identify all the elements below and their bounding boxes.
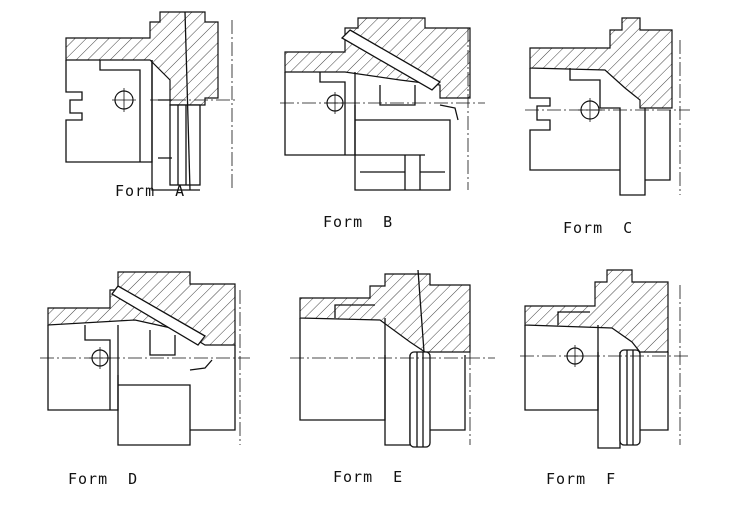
- form-a-label: Form A: [115, 182, 185, 200]
- form-f-label: Form F: [546, 470, 616, 488]
- form-c-label: Form C: [563, 219, 633, 237]
- form-d-drawing: [40, 271, 250, 446]
- form-d-label: Form D: [68, 470, 138, 488]
- form-f-drawing: [520, 269, 690, 449]
- form-b-label: Form B: [323, 213, 393, 231]
- form-e-label: Form E: [333, 468, 403, 486]
- form-a-drawing: [65, 11, 235, 191]
- form-c-drawing: [525, 17, 690, 196]
- form-b-drawing: [280, 17, 485, 191]
- form-e-drawing: [290, 269, 495, 448]
